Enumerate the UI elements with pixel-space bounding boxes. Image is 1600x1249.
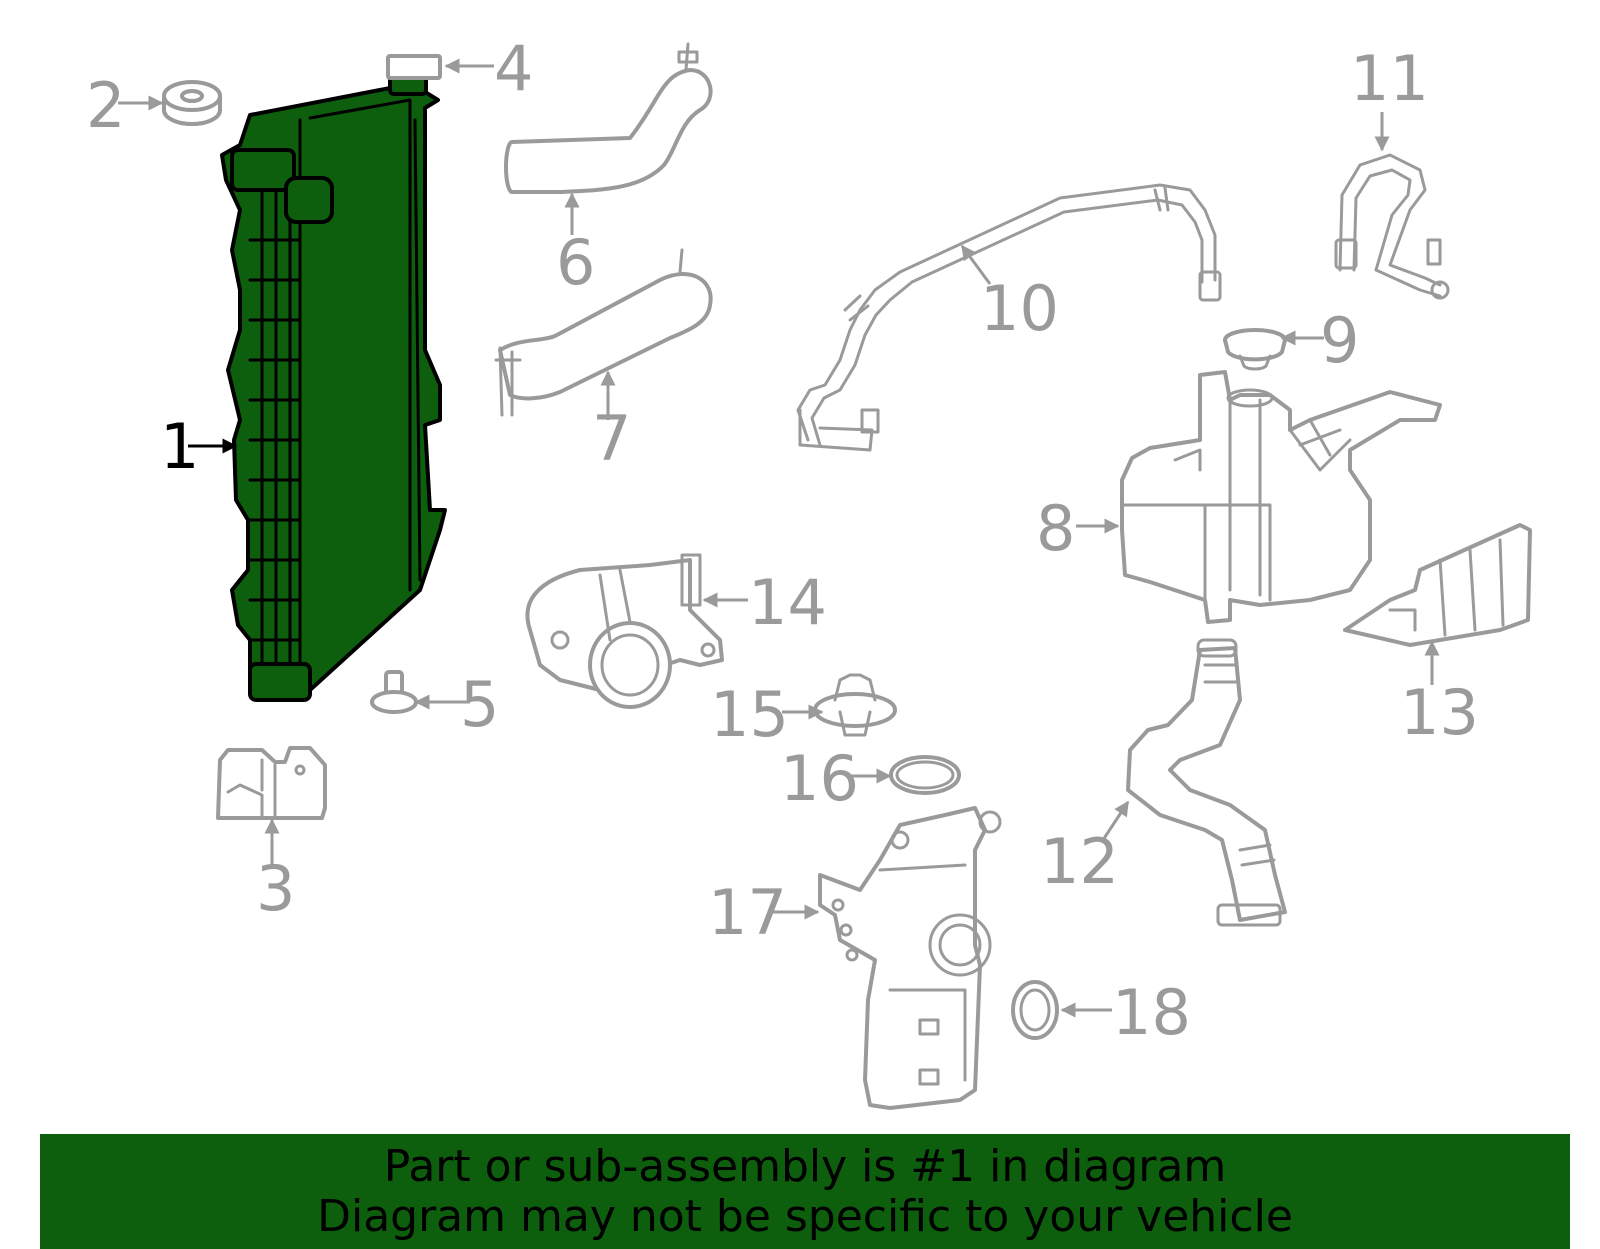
callout-8: 8 (1036, 492, 1075, 565)
callout-6: 6 (556, 226, 595, 299)
callout-2: 2 (86, 69, 125, 142)
banner-line-2: Diagram may not be specific to your vehi… (317, 1191, 1293, 1242)
vent-hose-part-10[interactable] (796, 183, 1222, 452)
callout-4: 4 (494, 32, 533, 105)
gasket-part-18[interactable] (1011, 980, 1059, 1040)
callout-18: 18 (1112, 976, 1191, 1049)
pressure-cap-part-9[interactable] (1223, 328, 1287, 371)
callout-15: 15 (710, 678, 789, 751)
callout-numbers: 1 2 3 4 5 6 7 8 9 10 11 12 13 14 15 16 1… (86, 32, 1479, 1049)
callout-9: 9 (1320, 304, 1359, 377)
callout-5: 5 (460, 668, 499, 741)
callout-7: 7 (592, 402, 631, 475)
insulator-part-2[interactable] (162, 80, 222, 126)
callout-14: 14 (748, 566, 827, 639)
water-outlet-part-17[interactable] (818, 806, 1002, 1110)
bolt-part-5[interactable] (370, 670, 418, 714)
callout-1: 1 (160, 410, 199, 483)
o-ring-part-16[interactable] (889, 755, 961, 795)
banner-line-1: Part or sub-assembly is #1 in diagram (383, 1141, 1227, 1192)
bracket-part-3[interactable] (216, 746, 327, 820)
lower-hose-part-7[interactable] (494, 248, 713, 417)
callout-16: 16 (780, 742, 859, 815)
info-banner: Part or sub-assembly is #1 in diagram Di… (40, 1134, 1570, 1249)
callout-11: 11 (1350, 42, 1429, 115)
callout-17: 17 (708, 876, 787, 949)
thermostat-part-15[interactable] (813, 673, 897, 737)
plug-part-4[interactable] (386, 54, 442, 80)
shield-part-13[interactable] (1343, 523, 1532, 647)
callout-3: 3 (256, 852, 295, 925)
leader-lines (118, 58, 1440, 1018)
thermostat-housing-part-14[interactable] (525, 553, 724, 709)
callout-13: 13 (1400, 676, 1479, 749)
callout-12: 12 (1040, 825, 1119, 898)
coolant-reservoir-part-8[interactable] (1120, 370, 1442, 624)
radiator-part-1[interactable] (220, 72, 447, 702)
callout-10: 10 (980, 272, 1059, 345)
outlet-hose-part-12[interactable] (1126, 638, 1287, 927)
small-hose-part-11[interactable] (1334, 153, 1450, 300)
upper-hose-part-6[interactable] (504, 42, 713, 194)
